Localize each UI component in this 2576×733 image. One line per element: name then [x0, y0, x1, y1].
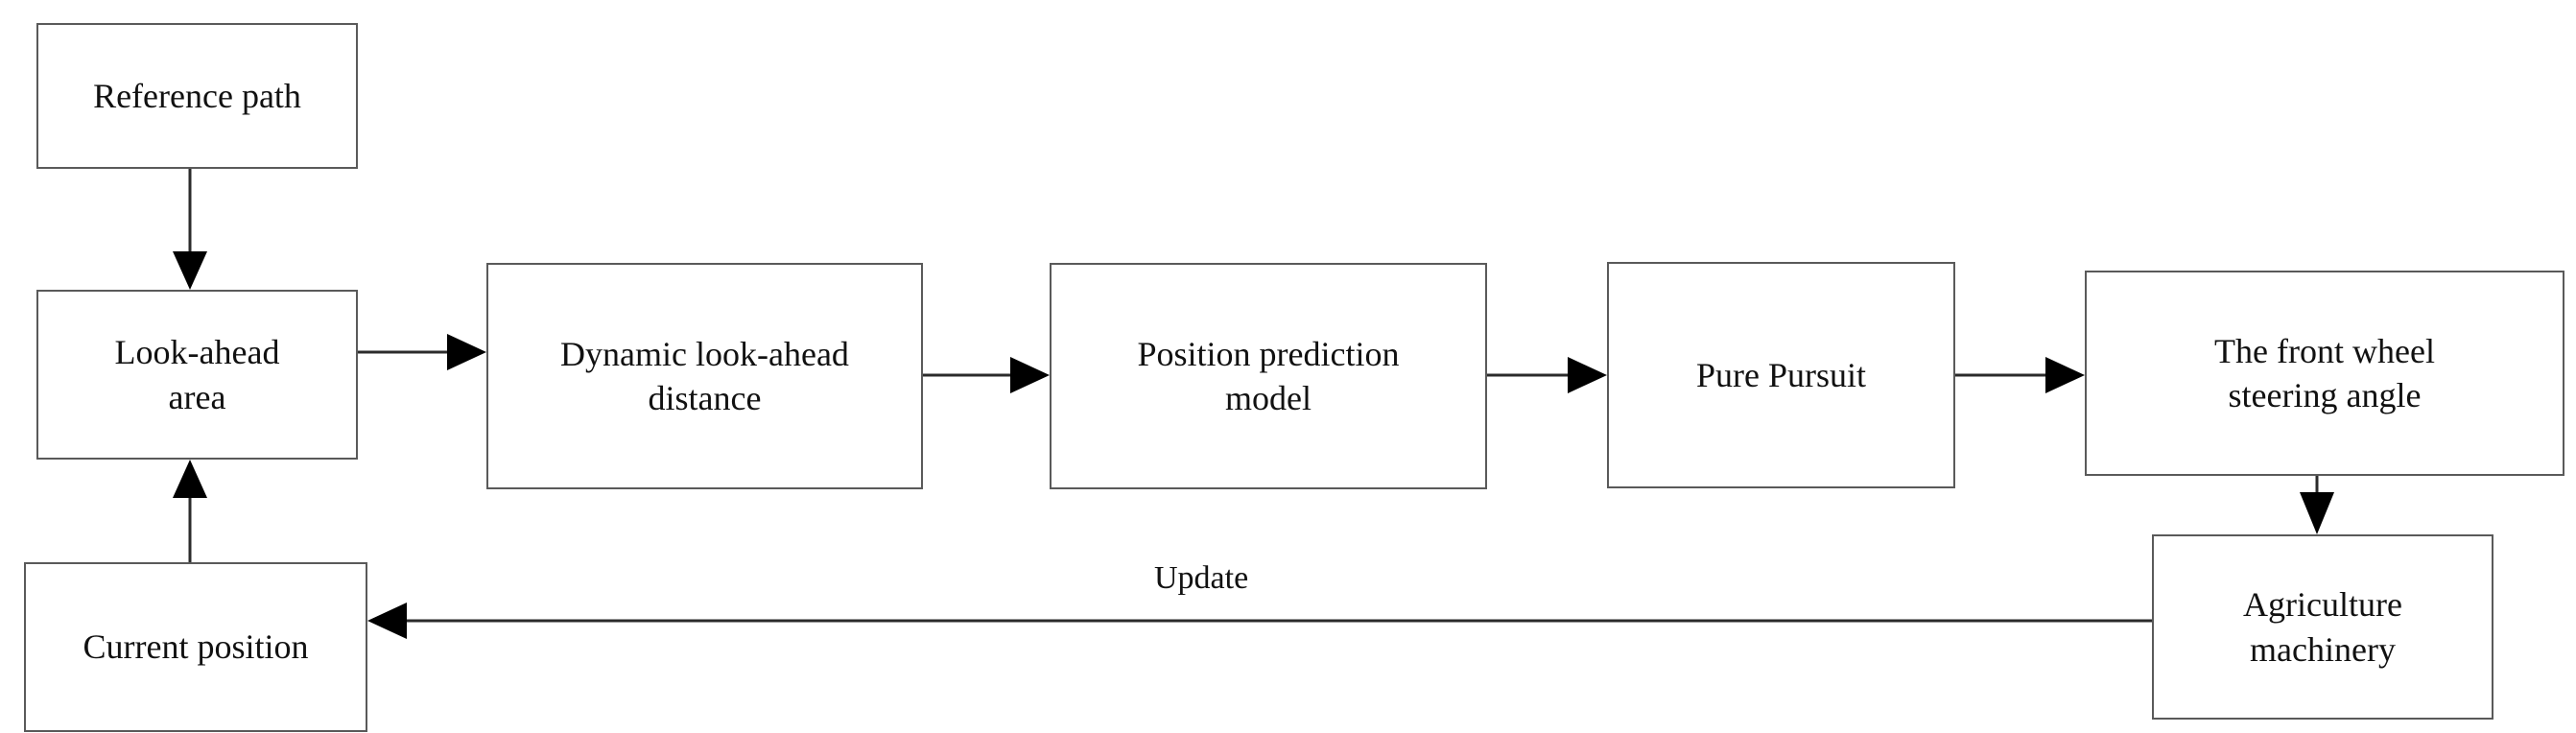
connector-agriculture-machinery-to-current-position	[367, 603, 2152, 639]
connector-steering-angle-to-agriculture-machinery	[2300, 476, 2334, 534]
connector-pure-pursuit-to-steering-angle	[1955, 357, 2085, 393]
node-current-position-label: Current position	[83, 627, 309, 667]
connector-position-model-to-pure-pursuit	[1487, 357, 1607, 393]
node-agriculture-machinery[interactable]: Agriculture machinery	[2152, 534, 2493, 720]
node-dynamic-look-ahead-distance[interactable]: Dynamic look-ahead distance	[486, 263, 923, 489]
node-look-ahead-area-label: Look-ahead area	[114, 333, 280, 416]
connector-dynamic-distance-to-position-model	[923, 357, 1050, 393]
node-agriculture-machinery-label: Agriculture machinery	[2243, 585, 2402, 669]
connector-reference-path-to-look-ahead-area	[173, 169, 207, 290]
node-front-wheel-steering-angle-label: The front wheel steering angle	[2214, 331, 2435, 414]
edge-label-update: Update	[1154, 560, 1249, 596]
node-position-prediction-model[interactable]: Position prediction model	[1050, 263, 1487, 489]
connector-look-ahead-area-to-dynamic-distance	[358, 334, 486, 370]
connector-current-position-to-look-ahead-area	[173, 460, 207, 562]
node-current-position[interactable]: Current position	[24, 562, 367, 732]
node-pure-pursuit-label: Pure Pursuit	[1695, 355, 1866, 394]
node-front-wheel-steering-angle[interactable]: The front wheel steering angle	[2085, 271, 2564, 476]
node-reference-path[interactable]: Reference path	[36, 23, 358, 169]
node-pure-pursuit[interactable]: Pure Pursuit	[1607, 262, 1955, 488]
node-look-ahead-area[interactable]: Look-ahead area	[36, 290, 358, 460]
node-reference-path-label: Reference path	[93, 76, 301, 115]
node-position-prediction-model-label: Position prediction model	[1137, 334, 1400, 417]
node-dynamic-look-ahead-distance-label: Dynamic look-ahead distance	[560, 334, 849, 417]
